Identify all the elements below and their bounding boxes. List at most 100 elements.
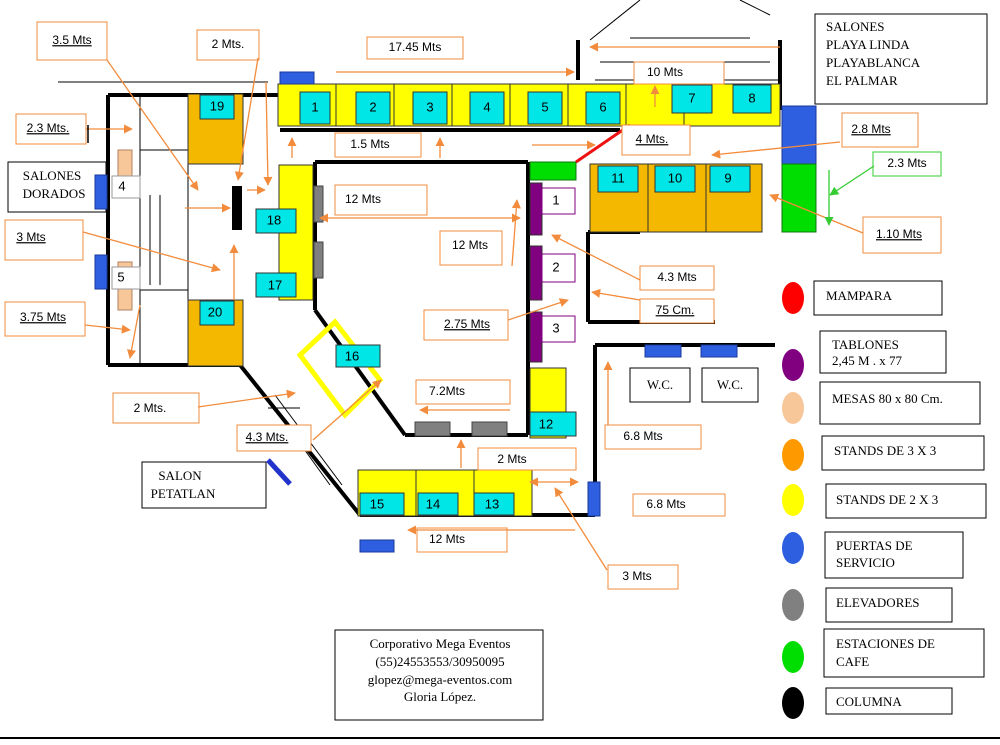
- dimension-arrows: [82, 42, 864, 571]
- top-stand-row: 1 2 3 4 5 6 7 8: [277, 83, 781, 127]
- measure-2-bottom: 2 Mts: [497, 452, 526, 466]
- stand-label-15: 15: [370, 496, 384, 511]
- contact-company: Corporativo Mega Eventos: [370, 636, 511, 651]
- service-door-wc-1: [644, 344, 682, 358]
- tablones: 1 2 3: [529, 182, 576, 363]
- wc-label-2: W.C.: [717, 377, 743, 392]
- legend-swatch-puertas: [782, 532, 804, 564]
- service-door-wc-2: [700, 344, 738, 358]
- service-door-right: [781, 105, 817, 165]
- legend-label-tablones-2: 2,45 M . x 77: [832, 353, 903, 368]
- salones-dorados-box: [7, 161, 107, 213]
- tablon-label-2: 2: [552, 259, 559, 274]
- service-door-bottom-right: [587, 481, 601, 517]
- legend-swatch-cafe: [782, 641, 804, 673]
- measure-6-8-lower: 6.8 Mts: [646, 497, 685, 511]
- measure-3: 3 Mts: [16, 230, 45, 244]
- legend-label-stands-2x3: STANDS DE 2 X 3: [836, 492, 938, 507]
- stand-label-9: 9: [724, 170, 731, 185]
- stand-label-18: 18: [267, 212, 281, 227]
- legend-label-puertas-1: PUERTAS DE: [836, 538, 913, 553]
- stand-label-16: 16: [345, 348, 359, 363]
- stand-label-12: 12: [539, 416, 553, 431]
- measure-3-75: 3.75 Mts: [20, 310, 66, 324]
- green-arrow-1: [829, 165, 875, 196]
- measure-12-upper: 12 Mts: [345, 192, 381, 206]
- legend-label-mesas: MESAS 80 x 80 Cm.: [832, 391, 943, 406]
- measure-2-top: 2 Mts.: [212, 37, 245, 51]
- mampara: [575, 123, 631, 164]
- title-line4: EL PALMAR: [826, 73, 898, 88]
- column: [232, 186, 242, 230]
- measure-6-8-upper: 6.8 Mts: [623, 429, 662, 443]
- measure-2-3-left: 2.3 Mts.: [27, 121, 70, 135]
- measure-2-75: 2.75 Mts: [444, 317, 490, 331]
- stand-label-5: 5: [541, 99, 548, 114]
- legend-swatch-columna: [782, 687, 804, 719]
- legend-label-puertas-2: SERVICIO: [836, 555, 895, 570]
- mesa-label-5: 5: [117, 269, 124, 284]
- coffee-station-center: [529, 161, 577, 181]
- legend: MAMPARA TABLONES 2,45 M . x 77 MESAS 80 …: [782, 280, 987, 719]
- contact-phone: (55)24553553/30950095: [375, 654, 504, 669]
- service-door-top: [279, 71, 315, 85]
- title-line2: PLAYA LINDA: [826, 37, 910, 52]
- salones-dorados-line2: DORADOS: [23, 186, 86, 201]
- measure-12-center: 12 Mts: [452, 238, 488, 252]
- contact-name: Gloria López.: [404, 689, 476, 704]
- measure-7-2: 7.2Mts: [429, 384, 465, 398]
- elevator-left-2: [313, 241, 324, 279]
- measure-17-45: 17.45 Mts: [389, 40, 442, 54]
- salon-petatlan-line1: SALON: [158, 468, 202, 483]
- stand-label-1: 1: [311, 99, 318, 114]
- elevator-left-1: [313, 185, 324, 223]
- measure-75cm: 75 Cm.: [656, 303, 695, 317]
- elevator-bottom-2: [471, 421, 508, 437]
- stand-label-19: 19: [210, 98, 224, 113]
- legend-label-mampara: MAMPARA: [826, 288, 893, 303]
- measure-4: 4 Mts.: [636, 132, 669, 146]
- stand-label-11: 11: [611, 170, 625, 185]
- legend-label-elevadores: ELEVADORES: [836, 595, 920, 610]
- stand-label-10: 10: [668, 170, 682, 185]
- stand-label-3: 3: [426, 99, 433, 114]
- stand-label-4: 4: [483, 99, 490, 114]
- tablon-label-3: 3: [552, 320, 559, 335]
- elevator-bottom-1: [414, 421, 451, 437]
- legend-swatch-mampara: [782, 282, 804, 314]
- wc-box-1: [629, 367, 691, 403]
- service-door-left-2: [94, 254, 108, 290]
- stand-label-13: 13: [485, 496, 499, 511]
- measure-2-left: 2 Mts.: [134, 401, 167, 415]
- stand-label-2: 2: [369, 99, 376, 114]
- measure-2-8: 2.8 Mts: [851, 122, 890, 136]
- stand-label-20: 20: [208, 304, 222, 319]
- stand-label-7: 7: [688, 90, 695, 105]
- measure-1-5: 1.5 Mts: [350, 137, 389, 151]
- title-line1: SALONES: [826, 19, 885, 34]
- measure-4-3-left: 4.3 Mts.: [246, 430, 289, 444]
- legend-label-tablones-1: TABLONES: [832, 337, 899, 352]
- legend-swatch-stands-2x3: [782, 484, 804, 516]
- tablon-label-1: 1: [552, 192, 559, 207]
- salon-petatlan-box: [141, 461, 267, 509]
- measure-12-bottom: 12 Mts: [429, 532, 465, 546]
- legend-swatch-mesas: [782, 392, 804, 424]
- title-line3: PLAYABLANCA: [826, 55, 921, 70]
- legend-swatch-stands-3x3: [782, 439, 804, 471]
- legend-swatch-elevadores: [782, 589, 804, 621]
- contact-box: [334, 629, 544, 721]
- coffee-station-right: [781, 163, 817, 233]
- service-door-left-1: [94, 174, 108, 210]
- measurements: 3.5 Mts 2 Mts. 17.45 Mts 10 Mts 2.3 Mts.…: [4, 21, 942, 590]
- legend-label-columna: COLUMNA: [836, 694, 902, 709]
- measure-3-bottom: 3 Mts: [622, 569, 651, 583]
- mesa-label-4: 4: [118, 178, 125, 193]
- contact-email: glopez@mega-eventos.com: [368, 672, 512, 687]
- stand-label-6: 6: [599, 99, 606, 114]
- stand-16: [296, 318, 384, 419]
- stand-label-14: 14: [426, 496, 440, 511]
- wc-box-2: [701, 367, 759, 403]
- service-door-bottom: [359, 539, 395, 553]
